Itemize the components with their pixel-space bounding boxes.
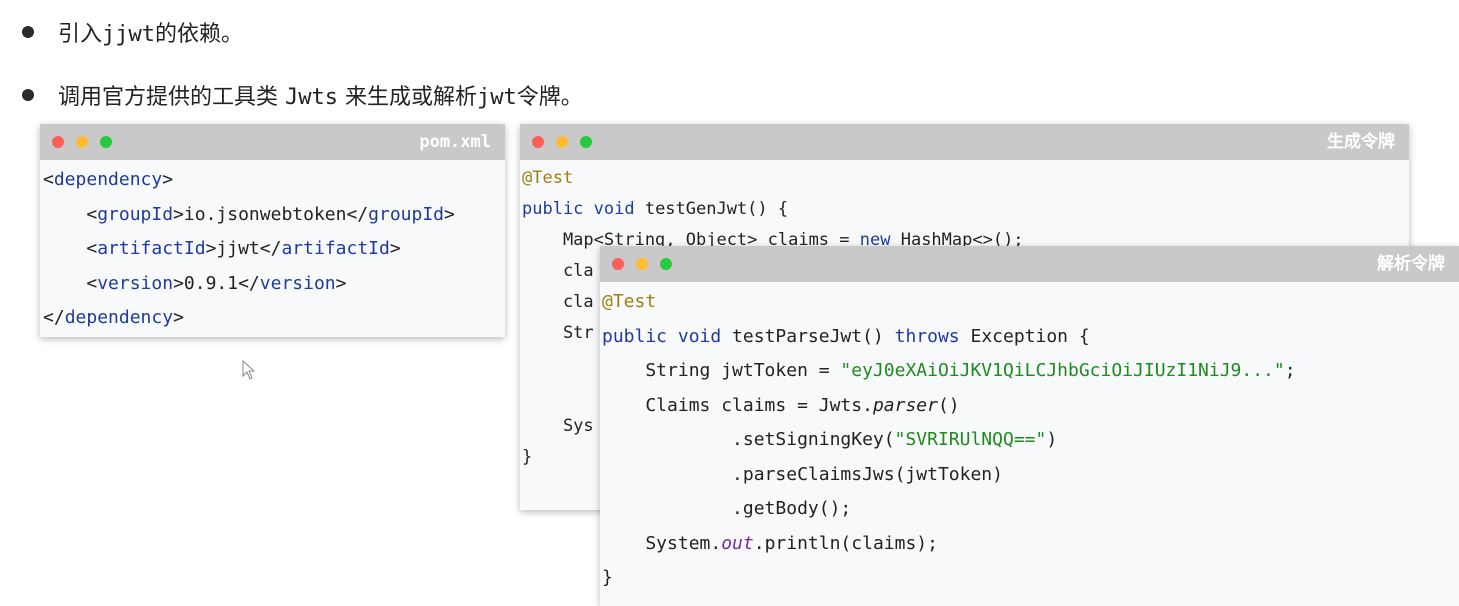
- code-line: <version>0.9.1</version>: [86, 272, 347, 294]
- code-line: Sys: [522, 416, 594, 436]
- code-line: cla: [522, 261, 594, 281]
- code-line: @Test: [522, 168, 574, 188]
- bullet-item-jwts-usage: 调用官方提供的工具类 Jwts 来生成或解析jwt令牌。: [22, 79, 583, 111]
- parse-token-window: 解析令牌 @Test public void testParseJwt() th…: [600, 246, 1459, 606]
- code-line: <groupId>io.jsonwebtoken</groupId>: [86, 203, 455, 225]
- code-block: @Test public void testGenJwt() { Map<Str…: [520, 160, 1409, 473]
- window-titlebar: pom.xml: [40, 124, 505, 160]
- traffic-light-close-icon[interactable]: [612, 258, 624, 270]
- code-block: <dependency> <groupId>io.jsonwebtoken</g…: [40, 160, 505, 336]
- code-line: Claims claims = Jwts.parser(): [602, 394, 960, 416]
- window-titlebar: 解析令牌: [600, 246, 1459, 282]
- code-line: .getBody();: [602, 498, 852, 519]
- window-titlebar: 生成令牌: [520, 124, 1409, 160]
- code-line: Str: [522, 323, 594, 343]
- mouse-pointer-icon: [242, 360, 256, 380]
- code-line: }: [602, 567, 613, 588]
- pom-xml-window: pom.xml <dependency> <groupId>io.jsonweb…: [40, 124, 505, 337]
- bullet-dot-icon: [22, 26, 34, 38]
- code-line: }: [522, 447, 533, 467]
- code-line: .parseClaimsJws(jwtToken): [602, 463, 1003, 485]
- traffic-light-maximize-icon[interactable]: [100, 136, 112, 148]
- code-line: <dependency>: [43, 169, 174, 190]
- bullet-dot-icon: [22, 89, 34, 101]
- code-line: .setSigningKey("SVRIRUlNQQ=="): [602, 429, 1058, 450]
- bullet-text: 调用官方提供的工具类 Jwts 来生成或解析jwt令牌。: [58, 85, 583, 110]
- code-line: Map<String, Object> claims = new HashMap…: [522, 230, 1024, 250]
- code-line: cla: [522, 292, 594, 312]
- code-line: public void testGenJwt() {: [522, 199, 789, 219]
- window-title: 生成令牌: [1327, 132, 1395, 152]
- bullet-text: 引入jjwt的依赖。: [58, 22, 244, 47]
- code-line: </dependency>: [43, 307, 184, 328]
- traffic-light-minimize-icon[interactable]: [556, 136, 568, 148]
- traffic-light-close-icon[interactable]: [532, 136, 544, 148]
- traffic-light-maximize-icon[interactable]: [660, 258, 672, 270]
- traffic-light-close-icon[interactable]: [52, 136, 64, 148]
- traffic-light-minimize-icon[interactable]: [76, 136, 88, 148]
- code-line: @Test: [602, 291, 657, 312]
- code-line: String jwtToken = "eyJ0eXAiOiJKV1QiLCJhb…: [602, 360, 1296, 381]
- window-title: pom.xml: [419, 132, 491, 152]
- code-block: @Test public void testParseJwt() throws …: [600, 282, 1459, 596]
- bullet-item-dependency: 引入jjwt的依赖。: [22, 16, 243, 48]
- code-line: <artifactId>jjwt</artifactId>: [86, 238, 401, 259]
- traffic-light-maximize-icon[interactable]: [580, 136, 592, 148]
- code-line: public void testParseJwt() throws Except…: [602, 325, 1090, 347]
- window-title: 解析令牌: [1377, 254, 1445, 274]
- traffic-light-minimize-icon[interactable]: [636, 258, 648, 270]
- code-line: System.out.println(claims);: [602, 532, 938, 554]
